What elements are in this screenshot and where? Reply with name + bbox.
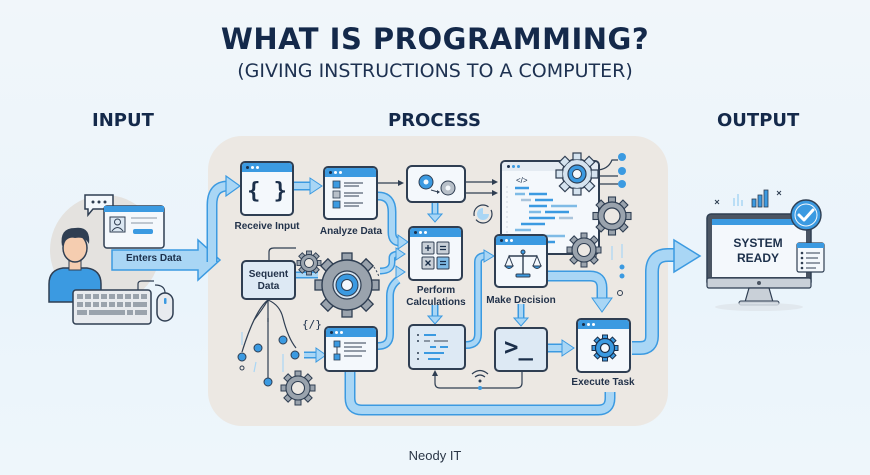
list-icon (332, 180, 363, 209)
receive-input-window[interactable]: { } (240, 161, 294, 216)
code-tag-icon: </> (516, 176, 528, 185)
sequent-data-box[interactable] (241, 260, 296, 300)
page-subtitle: (GIVING INSTRUCTIONS TO A COMPUTER) (237, 60, 633, 82)
make-decision-label: Make Decision (486, 295, 556, 306)
bar-chart-icon (714, 189, 782, 208)
curly-braces-icon: { } (247, 179, 287, 204)
monitor-icon (706, 213, 812, 311)
checkmark-badge-icon (790, 199, 822, 231)
mouse-icon (154, 284, 174, 322)
profile-card-icon (103, 205, 165, 249)
perform-calculations-label: Perform Calculations (406, 285, 466, 308)
gear-icon-blue-large (555, 152, 599, 196)
page-title: WHAT IS PROGRAMMING? (220, 22, 650, 56)
enters-data-arrow (111, 238, 222, 282)
section-input-heading: INPUT (92, 110, 154, 131)
code-lines (417, 334, 448, 360)
code-snippet-window (408, 324, 466, 370)
analyze-data-label: Analyze Data (319, 226, 383, 237)
calculator-icon (421, 241, 450, 270)
gear-icon-bottom (280, 370, 316, 406)
refresh-chart-icon (473, 204, 493, 224)
receive-input-label: Receive Input (234, 221, 300, 232)
gear-icon-gray-small (566, 232, 602, 268)
execute-task-window[interactable] (576, 318, 631, 373)
gears-transform-icon (418, 174, 456, 196)
execute-task-label: Execute Task (571, 377, 635, 388)
section-process-heading: PROCESS (388, 110, 481, 131)
gear-icon-central (314, 252, 380, 318)
list-icon (333, 340, 366, 361)
gear-icon (591, 334, 619, 362)
gear-transform-box (406, 165, 466, 203)
wifi-icon (471, 369, 489, 390)
footer-brand: Neody IT (408, 448, 462, 463)
checklist-icon (796, 242, 825, 273)
gear-icon-gray (592, 196, 632, 236)
keyboard-icon (72, 280, 154, 325)
perform-calculations-window[interactable] (408, 226, 463, 281)
gear-icon-small-top (296, 250, 322, 276)
system-ready-line2: READY (736, 251, 779, 265)
section-output-heading: OUTPUT (717, 110, 800, 131)
code-braces-tag: {/} (302, 318, 322, 331)
terminal-window: >_ (494, 327, 548, 372)
system-ready-line1: SYSTEM (733, 236, 783, 250)
sequence-list-window[interactable] (324, 326, 378, 372)
system-ready-screen-text: SYSTEM READY (712, 236, 804, 266)
sequent-data-label: Sequent Data (248, 269, 289, 292)
chat-bubble-icon (84, 194, 114, 218)
enters-data-label: Enters Data (126, 253, 182, 264)
make-decision-window[interactable] (494, 234, 548, 288)
analyze-data-window[interactable] (323, 166, 378, 220)
terminal-prompt-icon: >_ (504, 333, 533, 361)
scale-icon (503, 249, 543, 278)
